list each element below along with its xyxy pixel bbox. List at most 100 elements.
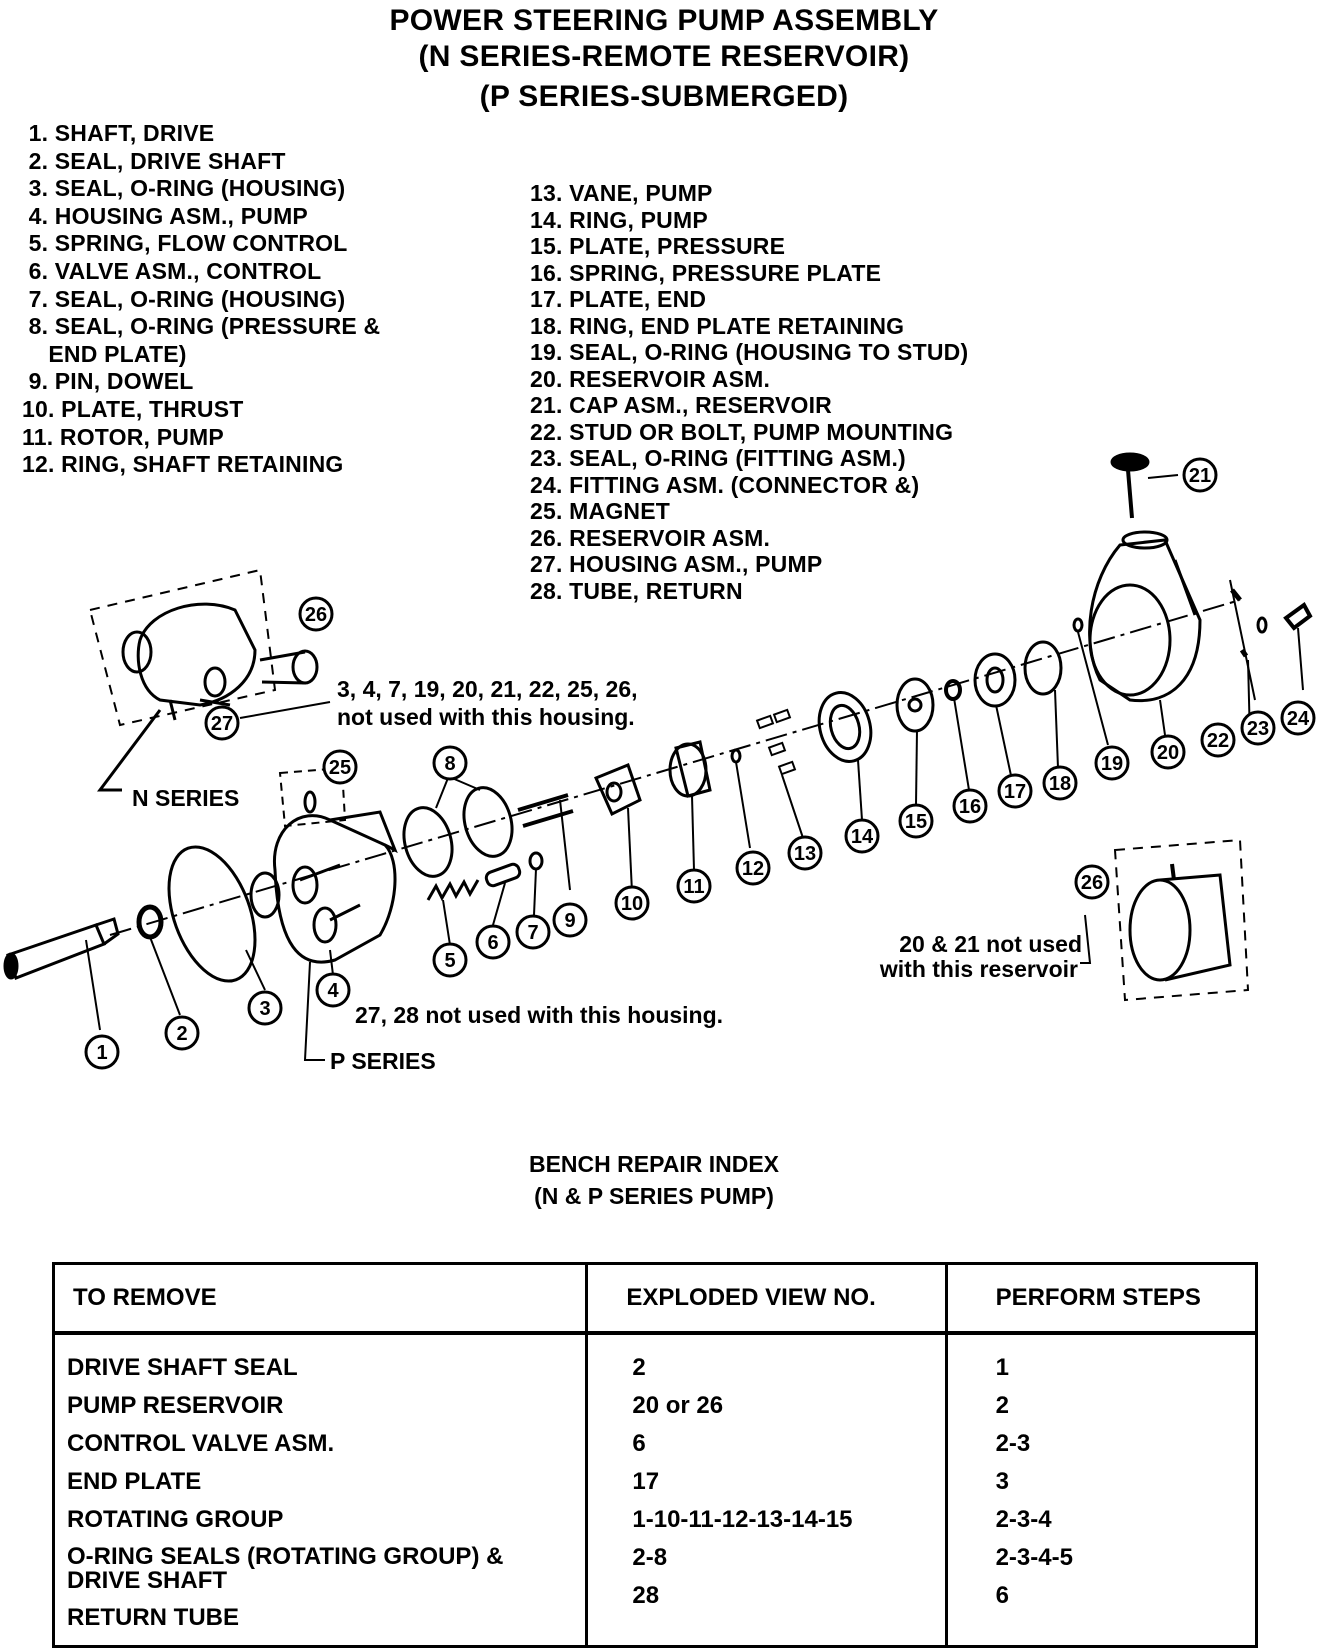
callout-27: 27 — [211, 713, 233, 735]
table-header-row: TO REMOVE EXPLODED VIEW NO. PERFORM STEP… — [51, 1262, 1259, 1335]
housing-oring-small-part — [528, 851, 544, 871]
callout-5: 5 — [444, 950, 455, 972]
page-subtitle-p-series: (P SERIES-SUBMERGED) — [479, 80, 849, 113]
parts-list-right: 13. VANE, PUMP 14. RING, PUMP 15. PLATE,… — [530, 180, 968, 604]
callout-group — [84, 457, 1316, 1070]
part-item: 20. RESERVOIR ASM. — [530, 365, 771, 392]
table-cell: 17 — [632, 1468, 660, 1495]
part-item: 4. HOUSING ASM., PUMP — [22, 202, 308, 229]
part-item: 24. FITTING ASM. (CONNECTOR &) — [530, 471, 920, 498]
exploded-view-column: 2 20 or 26 6 17 1-10-11-12-13-14-15 2-8 … — [585, 1333, 948, 1647]
table-cell: O-RING SEALS (ROTATING GROUP) & DRIVE SH… — [67, 1543, 504, 1594]
callout-17: 17 — [1004, 781, 1026, 803]
pressure-end-plate-oring-part — [462, 786, 514, 858]
n-housing-note: not used with this housing. — [337, 704, 635, 730]
callout-2: 2 — [176, 1023, 187, 1045]
part-item: 11. ROTOR, PUMP — [22, 423, 224, 450]
part-item: 22. STUD OR BOLT, PUMP MOUNTING — [530, 418, 954, 445]
callout-12: 12 — [742, 858, 764, 880]
table-cell: END PLATE — [67, 1468, 202, 1495]
table-cell: 1-10-11-12-13-14-15 — [632, 1506, 853, 1533]
table-cell: 2-8 — [632, 1544, 668, 1571]
table-cell: CONTROL VALVE ASM. — [67, 1430, 335, 1457]
table-cell: 6 — [632, 1430, 646, 1457]
part-item: END PLATE) — [22, 340, 187, 367]
dowel-pin-part — [517, 793, 574, 828]
reservoir-26-part — [1128, 863, 1232, 982]
to-remove-column: DRIVE SHAFT SEAL PUMP RESERVOIR CONTROL … — [51, 1333, 589, 1647]
table-body: DRIVE SHAFT SEAL PUMP RESERVOIR CONTROL … — [51, 1333, 1259, 1647]
parts-list-left: 1. SHAFT, DRIVE 2. SEAL, DRIVE SHAFT 3. … — [22, 120, 380, 479]
p-series-label: P SERIES — [330, 1048, 436, 1074]
bench-index-title: BENCH REPAIR INDEX — [528, 1151, 780, 1177]
callout-25: 25 — [329, 757, 351, 779]
table-cell: 6 — [995, 1582, 1009, 1609]
callout-20: 20 — [1157, 742, 1179, 764]
table-cell: 1 — [995, 1354, 1009, 1381]
part-item: 27. HOUSING ASM., PUMP — [530, 551, 823, 577]
pump-housing-n-series — [121, 602, 319, 721]
part-item: 12. RING, SHAFT RETAINING — [22, 451, 344, 478]
exploded-view-diagram: 1 2 3 4 5 6 7 8 9 10 11 12 13 14 15 16 1… — [3, 452, 1316, 1074]
fitting-oring-part — [1256, 616, 1268, 634]
callout-22: 22 — [1207, 730, 1229, 752]
p-housing-note: 27, 28 not used with this housing. — [355, 1002, 723, 1028]
part-item: 9. PIN, DOWEL — [22, 368, 194, 395]
callout-16: 16 — [959, 796, 981, 818]
n-series-callout-leader — [239, 701, 331, 719]
callout-8: 8 — [444, 753, 455, 775]
table-cell: 2 — [995, 1392, 1009, 1419]
n-housing-note: 3, 4, 7, 19, 20, 21, 22, 25, 26, — [337, 676, 638, 702]
part-item: 6. VALVE ASM., CONTROL — [22, 257, 322, 284]
n-series-inset-frame — [88, 568, 277, 727]
part-item: 10. PLATE, THRUST — [22, 395, 244, 422]
pressure-plate-spring-part — [944, 679, 962, 701]
column-header-exploded-view: EXPLODED VIEW NO. — [585, 1262, 948, 1335]
table-cell: 2-3-4-5 — [995, 1544, 1073, 1571]
callout-1: 1 — [96, 1042, 107, 1064]
table-cell: PUMP RESERVOIR — [67, 1392, 284, 1419]
reservoir-cap-part — [1110, 452, 1150, 519]
part-item: 15. PLATE, PRESSURE — [530, 233, 786, 259]
perform-steps-column: 1 2 2-3 3 2-3-4 2-3-4-5 6 — [944, 1333, 1259, 1647]
table-cell: 20 or 26 — [632, 1392, 724, 1419]
pump-housing-p-series — [249, 810, 398, 964]
pump-rotor-part — [668, 740, 712, 798]
callout-18: 18 — [1049, 773, 1071, 795]
page-subtitle-n-series: (N SERIES-REMOTE RESERVOIR) — [418, 40, 910, 73]
magnet-part — [303, 790, 317, 814]
part-item: 25. MAGNET — [530, 498, 671, 524]
part-item: 1. SHAFT, DRIVE — [22, 120, 215, 146]
reservoir-note: 20 & 21 not used — [899, 931, 1082, 957]
table-cell: 2-3 — [995, 1430, 1031, 1457]
part-item: 5. SPRING, FLOW CONTROL — [22, 230, 348, 257]
callout-13: 13 — [794, 843, 816, 865]
housing-oring-part — [167, 845, 257, 983]
part-item: 19. SEAL, O-RING (HOUSING TO STUD) — [530, 339, 969, 365]
drive-shaft-seal-part — [136, 904, 164, 940]
n-series-leader-line — [97, 709, 162, 792]
part-item: 17. PLATE, END — [530, 286, 707, 312]
callout-3: 3 — [259, 998, 270, 1020]
thrust-plate-part — [594, 763, 642, 817]
callout-4: 4 — [327, 980, 339, 1002]
control-valve-part — [484, 862, 522, 888]
pump-vane-part — [755, 708, 797, 776]
pressure-plate-part — [895, 677, 935, 733]
part-item: 21. CAP ASM., RESERVOIR — [530, 392, 832, 418]
bench-index-subtitle: (N & P SERIES PUMP) — [534, 1183, 774, 1209]
magnet-inset-frame — [278, 766, 347, 828]
part-item: 14. RING, PUMP — [530, 206, 708, 233]
part-item: 16. SPRING, PRESSURE PLATE — [530, 259, 882, 286]
callout-10: 10 — [621, 893, 643, 915]
part-item: 23. SEAL, O-RING (FITTING ASM.) — [530, 445, 906, 471]
callout-15: 15 — [905, 811, 927, 833]
reservoir-note: with this reservoir — [879, 956, 1078, 982]
table-cell: 2-3-4 — [995, 1506, 1052, 1533]
reservoir-note-leader — [1080, 914, 1092, 964]
callout-9: 9 — [564, 910, 575, 932]
callout-6: 6 — [487, 932, 498, 954]
callout-19: 19 — [1101, 753, 1123, 775]
reservoir-assembly-part — [1088, 530, 1202, 703]
callout-7: 7 — [527, 922, 538, 944]
